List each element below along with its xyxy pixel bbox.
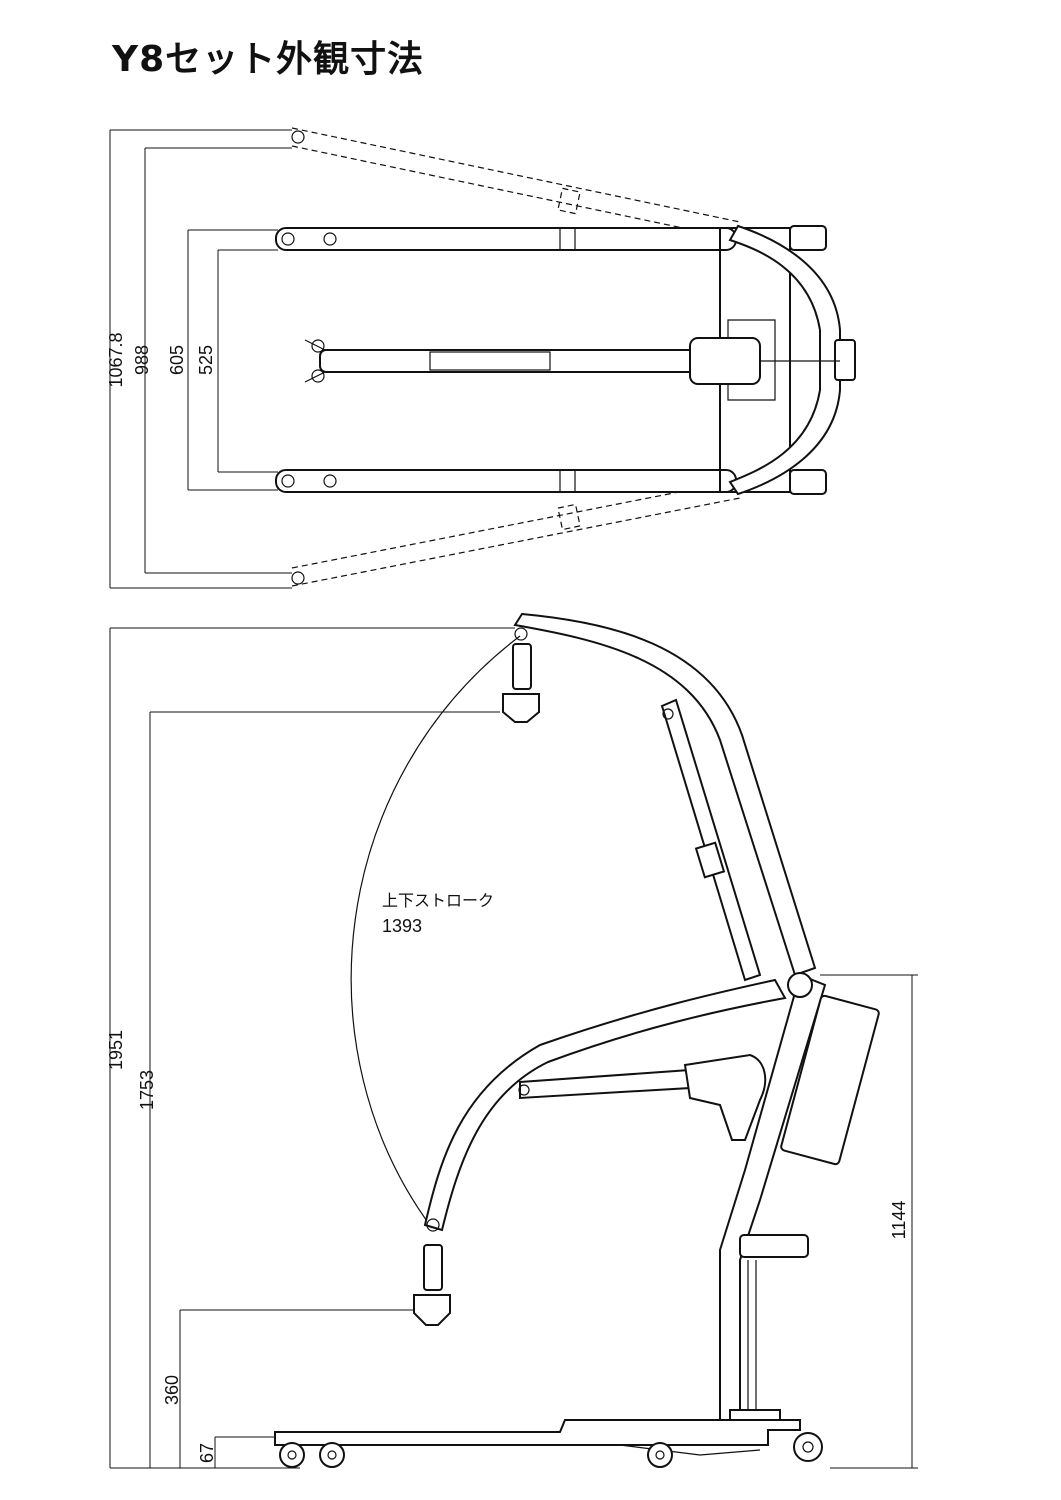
side-view: 1951 1753 360 67 1144 上下ストローク 1393 (106, 612, 918, 1469)
top-view: 1067.8 988 605 525 (106, 127, 856, 589)
stroke-value: 1393 (382, 916, 422, 936)
open-legs-dashed (291, 127, 741, 587)
base-side (274, 1419, 823, 1468)
dim-525: 525 (196, 345, 216, 375)
closed-legs (275, 227, 737, 493)
base-frame (719, 224, 856, 496)
mast (719, 972, 880, 1421)
dim-1753: 1753 (137, 1070, 157, 1110)
side-view-dimension-lines (109, 627, 918, 1469)
dim-1067-8: 1067.8 (106, 332, 126, 387)
dim-360: 360 (162, 1375, 182, 1405)
dim-988: 988 (132, 345, 152, 375)
stroke-label: 上下ストローク (382, 891, 494, 910)
boom-top (304, 337, 840, 385)
dim-1951: 1951 (106, 1030, 126, 1070)
top-view-dimension-lines (109, 129, 292, 589)
page-title: Y8セット外観寸法 (112, 39, 425, 80)
boom-raised (502, 612, 817, 982)
dim-67: 67 (197, 1443, 217, 1463)
dim-605: 605 (167, 345, 187, 375)
boom-lowered (413, 978, 787, 1326)
stroke-arc (350, 635, 521, 1229)
dim-1144: 1144 (889, 1201, 909, 1240)
